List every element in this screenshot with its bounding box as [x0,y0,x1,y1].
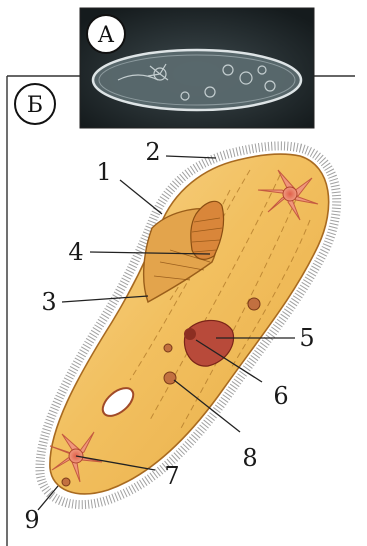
micrograph-cell [93,50,301,110]
digestive-vacuole-d [62,478,70,486]
panel-a-label: А [98,23,115,48]
digestive-vacuole-b [164,344,172,352]
micrograph-panel: А [80,8,314,128]
paramecium-drawing [40,146,337,505]
panel-a-badge: А [87,15,125,53]
callout-3: 3 [41,288,56,316]
callout-6: 6 [273,382,288,410]
callout-5: 5 [299,324,314,352]
callout-8: 8 [242,444,257,472]
callout-9: 9 [24,506,39,534]
digestive-vacuole-a [164,372,176,384]
panel-b-label: Б [27,93,43,118]
micronucleus [184,328,196,340]
callout-7: 7 [164,462,179,490]
panel-b-badge: Б [15,84,55,124]
callout-4: 4 [68,238,83,266]
digestive-vacuole-c [248,298,260,310]
cell-body [50,154,329,494]
callout-1: 1 [96,158,111,186]
callout-2: 2 [145,138,160,166]
